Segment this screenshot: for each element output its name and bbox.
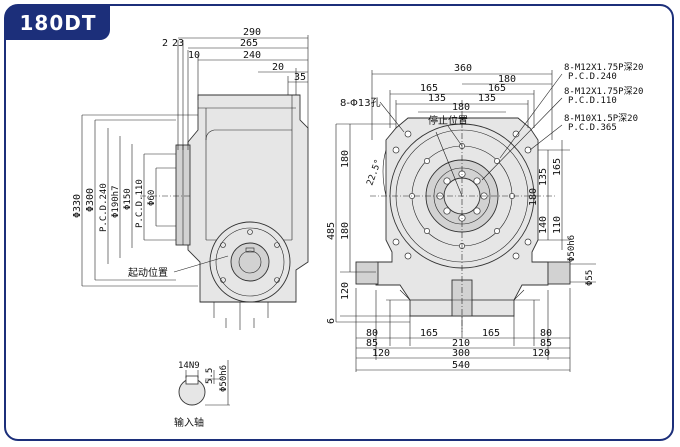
angle-label: 22.5°: [365, 158, 384, 187]
dim-120-left: 120: [340, 282, 351, 300]
dim-180-left-lower: 180: [340, 222, 351, 240]
dim-140: 140: [538, 216, 549, 234]
dim-phi50h6: Φ50h6: [567, 235, 577, 262]
callout-2-line1: 8-M12X1.75P深20: [564, 86, 643, 97]
dim-210: 210: [452, 338, 470, 349]
dim-phi55: Φ55: [585, 270, 595, 286]
key-width-label: 14N9: [178, 361, 200, 371]
dim-180-inner: 180: [452, 102, 470, 113]
dim-180-top: 180: [498, 74, 516, 85]
start-position-label: 起动位置: [128, 266, 168, 279]
dim-120-bottom-left: 120: [372, 348, 390, 359]
dim-85-left: 85: [366, 338, 378, 349]
dim-85-right: 85: [540, 338, 552, 349]
dim-135-left: 135: [428, 93, 446, 104]
callout-3-line1: 8-M10X1.5P深20: [564, 113, 638, 124]
dim-120-bottom-right: 120: [532, 348, 550, 359]
model-title: 180DT: [6, 6, 110, 40]
front-view: 360 180 165 165 135 135 180 8-Φ13孔 停止位置 …: [326, 62, 643, 372]
dim-135-right-v: 135: [538, 168, 549, 186]
dim-165-left: 165: [420, 83, 438, 94]
callout-3-line2: P.C.D.365: [568, 123, 617, 133]
dim-10: 10: [188, 50, 200, 61]
dim-80-left: 80: [366, 328, 378, 339]
callout-1-line2: P.C.D.240: [568, 72, 617, 82]
shaft-diameter-label: Φ50h6: [219, 365, 229, 392]
dim-80-right: 80: [540, 328, 552, 339]
callout-1-line1: 8-M12X1.75P深20: [564, 62, 643, 73]
hole-label: 8-Φ13孔: [340, 97, 381, 109]
dim-300: 300: [452, 348, 470, 359]
dim-pcd110: P.C.D.110: [135, 179, 145, 228]
dim-6: 6: [326, 318, 337, 324]
dim-pcd240: P.C.D.240: [99, 183, 109, 232]
dim-180-right-v: 180: [528, 188, 539, 206]
dim-485: 485: [326, 222, 337, 240]
dim-165-bottom-right: 165: [482, 328, 500, 339]
dim-265: 265: [240, 38, 258, 49]
dim-180-left-upper: 180: [340, 150, 351, 168]
dim-20: 20: [272, 62, 284, 73]
input-shaft-label: 输入轴: [174, 416, 204, 429]
dim-phi150: Φ150: [123, 188, 133, 210]
dim-phi60: Φ60: [147, 190, 157, 206]
dim-phi190h7: Φ190h7: [111, 185, 121, 218]
dim-135-right: 135: [478, 93, 496, 104]
dim-phi330: Φ330: [72, 194, 83, 218]
stop-position-label: 停止位置: [428, 114, 468, 127]
dim-23: 23: [172, 38, 184, 49]
callout-2-line2: P.C.D.110: [568, 96, 617, 106]
dim-2: 2: [162, 38, 168, 49]
dim-290: 290: [243, 27, 261, 38]
dim-540: 540: [452, 360, 470, 371]
dim-phi300: Φ300: [85, 188, 96, 212]
side-view: 290 265 240 20 35 2 23 10 Φ330 Φ300 P.C.…: [72, 27, 309, 330]
dim-35: 35: [294, 72, 306, 83]
dim-165-bottom-left: 165: [420, 328, 438, 339]
input-shaft-section: 14N9 5.5 Φ50h6 输入轴: [174, 360, 230, 429]
dim-240: 240: [243, 50, 261, 61]
dim-360: 360: [454, 63, 472, 74]
key-depth-label: 5.5: [205, 368, 215, 384]
drawing-frame: [4, 4, 674, 441]
dim-165-right-v: 165: [552, 158, 563, 176]
dim-110: 110: [552, 216, 563, 234]
dim-165-right: 165: [488, 83, 506, 94]
